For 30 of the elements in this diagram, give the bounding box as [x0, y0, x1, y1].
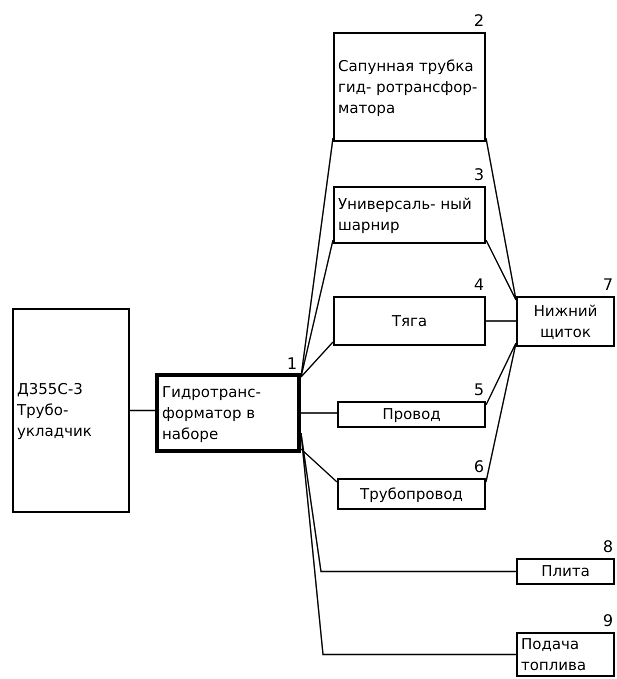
- callout-number: 4: [474, 276, 484, 294]
- block-label: Трубопровод: [359, 484, 464, 504]
- callout-number: 9: [602, 612, 613, 630]
- block-label: Нижний щиток: [532, 300, 598, 342]
- callout-number: 8: [602, 538, 613, 556]
- callout-number: 5: [474, 381, 484, 399]
- block-label: Универсаль- ный шарнир: [337, 194, 473, 236]
- block-label: Подача топлива: [520, 634, 588, 676]
- connector-line: [301, 412, 337, 414]
- block-label: Тяга: [390, 310, 428, 332]
- connector-line: [486, 320, 516, 322]
- block-label: Гидротранс- форматор в наборе: [161, 382, 262, 444]
- connector-line: [485, 240, 517, 300]
- connector-line: [485, 342, 517, 482]
- connector-line: [300, 448, 338, 483]
- callout-number: 7: [602, 276, 613, 294]
- callout-number: 1: [286, 355, 297, 373]
- block-label: Сапунная трубка гид- ротрансфор- матора: [337, 56, 478, 118]
- connector-line: [485, 342, 517, 406]
- block-box: [12, 308, 130, 513]
- connector-line: [130, 410, 155, 412]
- callout-number: 6: [474, 458, 484, 476]
- callout-number: 3: [474, 166, 484, 184]
- block-label: Д355С-3 Трубо- укладчик: [16, 379, 93, 442]
- connector-line: [300, 342, 334, 378]
- block-label: Провод: [381, 404, 442, 425]
- connector-line: [485, 138, 517, 300]
- connector-line: [300, 240, 334, 378]
- callout-number: 2: [474, 12, 484, 30]
- block-label: Плита: [540, 561, 591, 582]
